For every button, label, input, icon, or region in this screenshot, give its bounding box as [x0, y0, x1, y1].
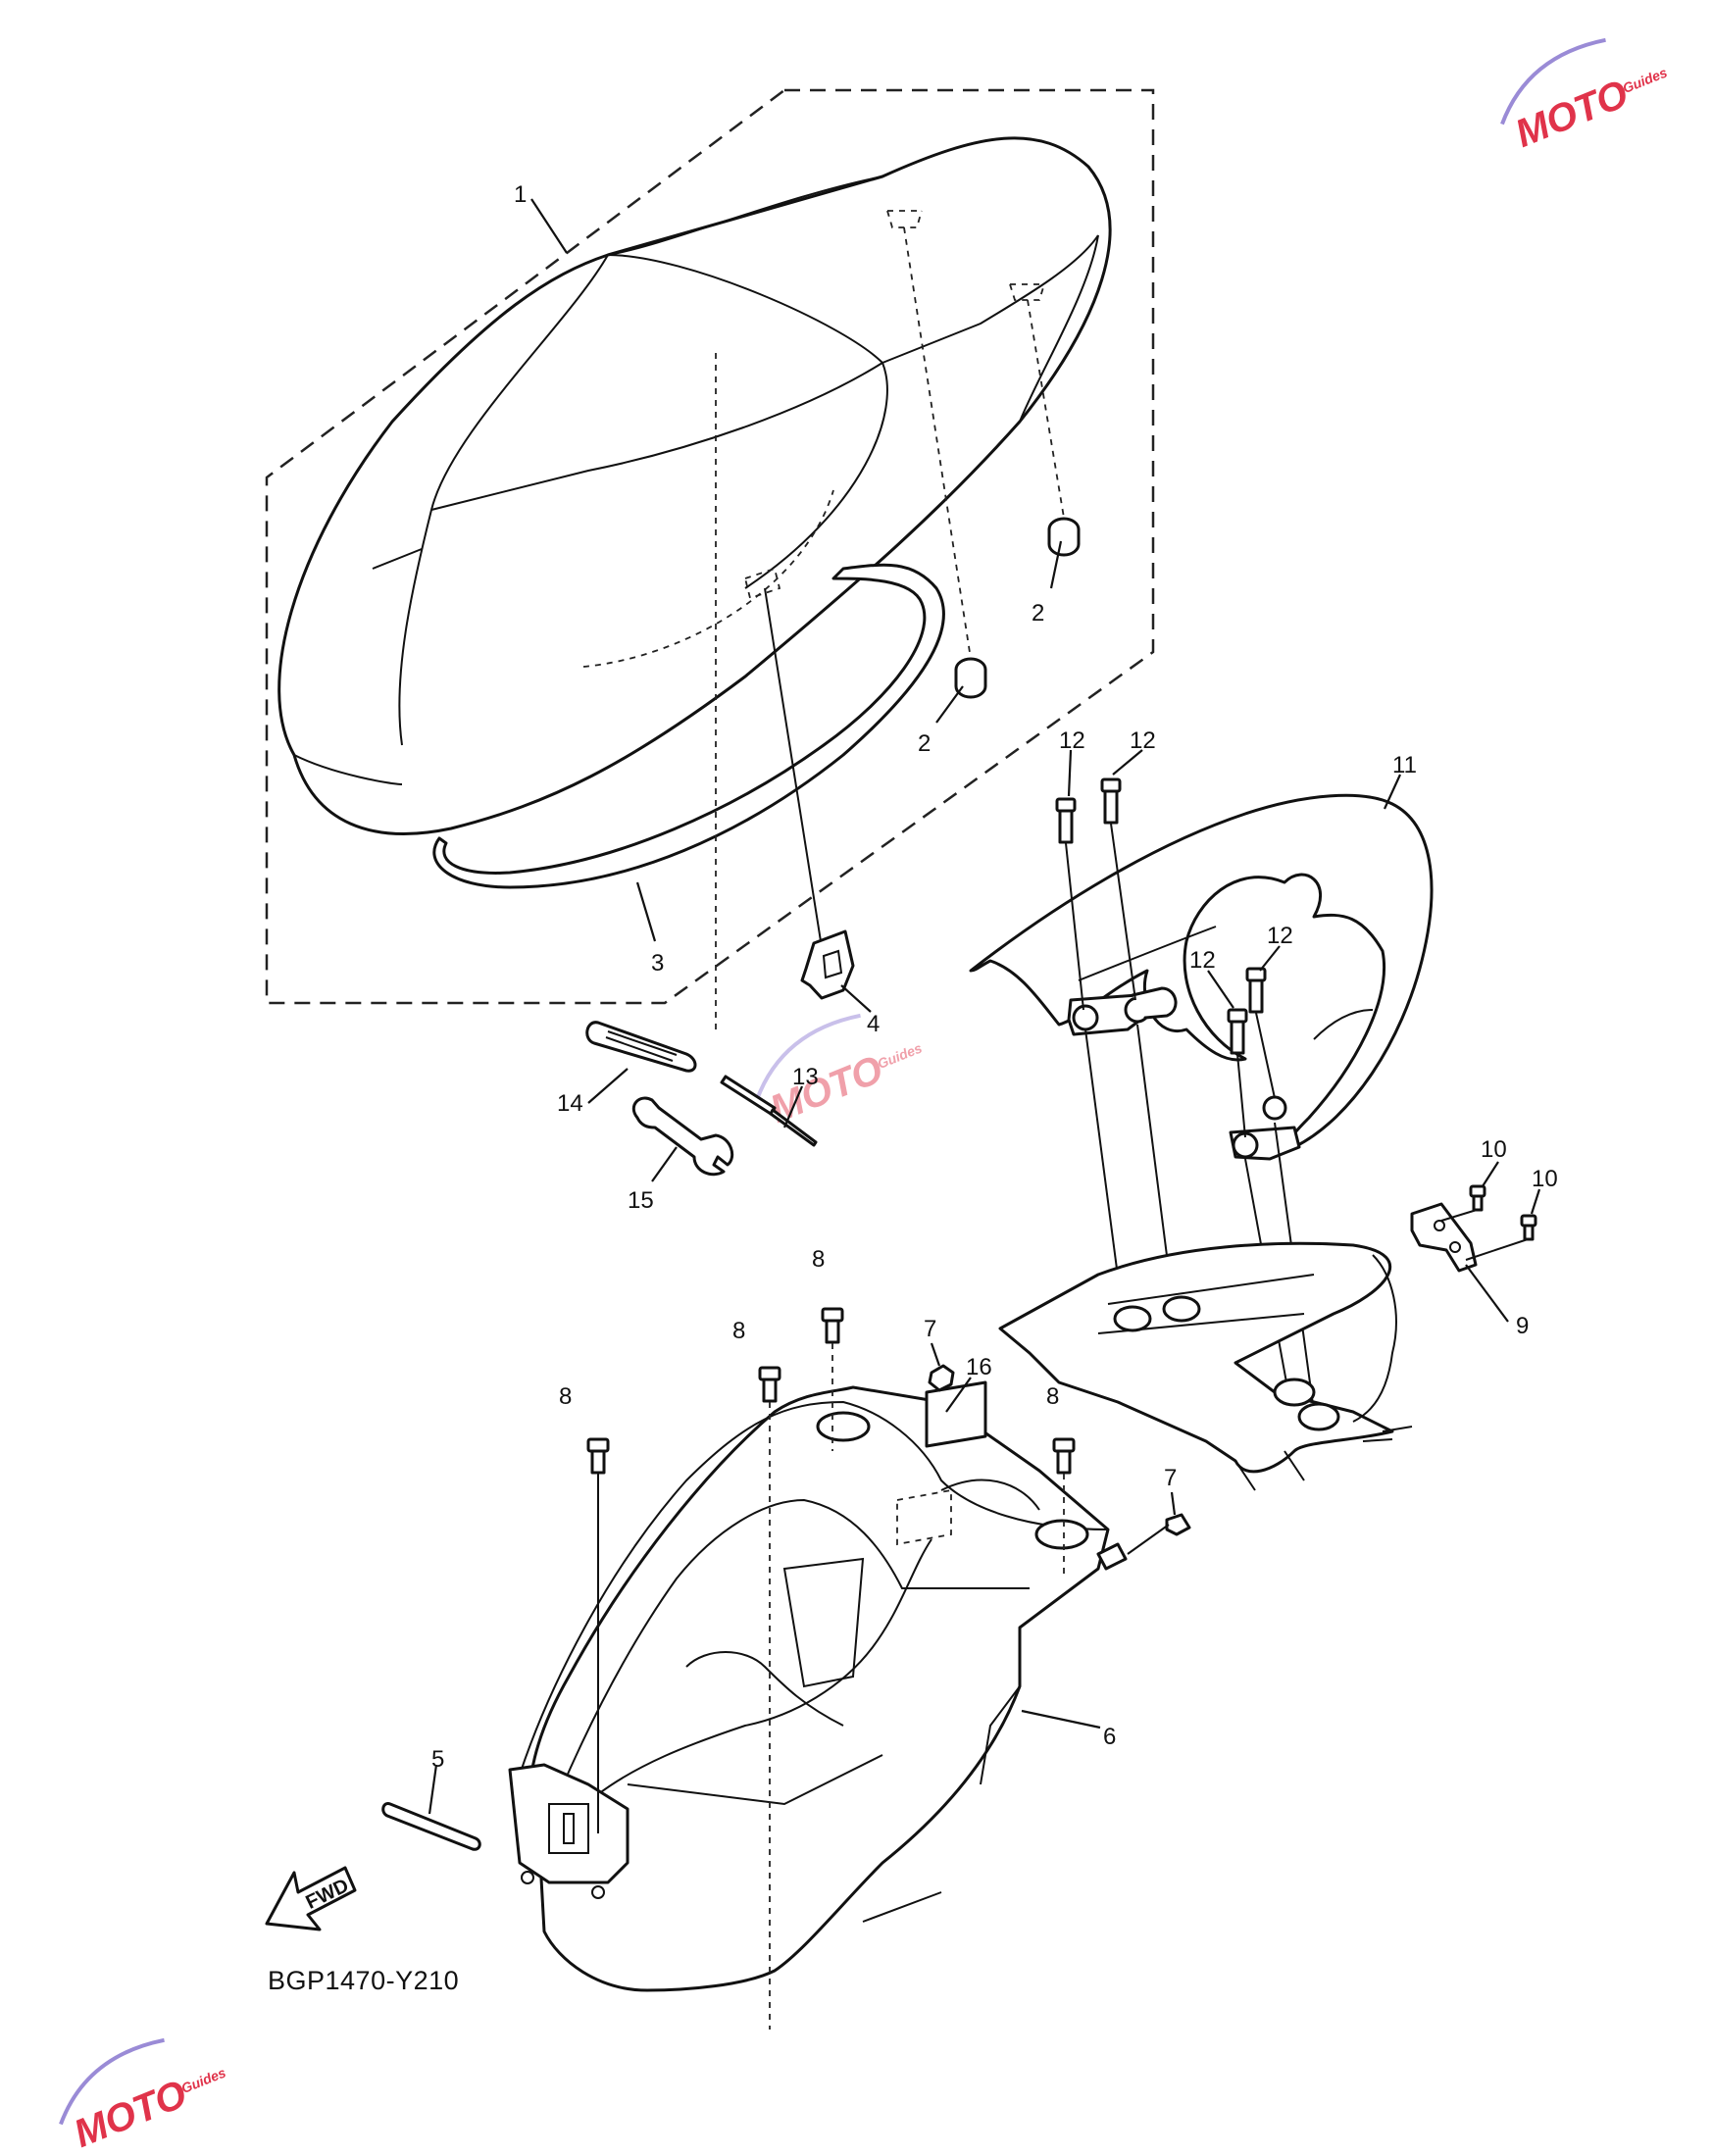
alignment-line	[1027, 299, 1065, 519]
alignment-line	[1255, 1012, 1276, 1099]
watermark-sub: Guides	[876, 1039, 925, 1072]
flange-bolt	[821, 1307, 844, 1344]
callout-12-a: 12	[1059, 727, 1085, 754]
callout-13: 13	[792, 1064, 819, 1090]
callout-7-upper: 7	[924, 1316, 936, 1342]
grab-bar	[969, 793, 1434, 1152]
seat-damper	[1047, 517, 1081, 557]
callout-12-c: 12	[1189, 947, 1216, 974]
callout-6: 6	[1103, 1724, 1116, 1750]
watermark-bottom-left: MOTO Guides	[59, 2037, 228, 2156]
watermark-top-right: MOTO Guides	[1500, 37, 1670, 156]
callout-10-b: 10	[1532, 1166, 1558, 1192]
fwd-arrow-icon: FWD	[265, 1866, 357, 1931]
watermark-brand: MOTO	[68, 2073, 192, 2156]
grab-bar-bolt	[1245, 967, 1267, 1014]
callout-8-c: 8	[559, 1383, 572, 1410]
callout-8-d: 8	[1046, 1383, 1059, 1410]
callout-7-lower: 7	[1164, 1465, 1177, 1491]
seat-damper	[954, 657, 987, 699]
callout-4: 4	[867, 1011, 880, 1037]
hinge-bolt	[1520, 1214, 1537, 1241]
alignment-line	[1127, 1524, 1170, 1555]
callout-15: 15	[628, 1187, 654, 1214]
grab-bar-bolt	[1227, 1008, 1248, 1055]
callout-labels: 1 2 2 3 4 5 6 7 7 8 8 8 8 9 10 10 11 12 …	[431, 181, 1558, 1773]
rear-frame	[998, 1241, 1413, 1491]
hinge-bolt	[1469, 1184, 1486, 1212]
alignment-line	[1236, 1053, 1246, 1138]
pin	[381, 1802, 481, 1851]
grab-bar-bolt	[1100, 777, 1122, 825]
grab-bar-mount-rear	[1229, 1095, 1301, 1161]
alignment-line	[1065, 842, 1084, 1011]
callout-16: 16	[966, 1354, 992, 1380]
nut	[928, 1364, 955, 1392]
callout-14: 14	[557, 1090, 583, 1117]
tool-handle	[585, 1021, 697, 1073]
tool-wrench	[631, 1096, 734, 1177]
flange-bolt	[586, 1437, 610, 1475]
alignment-line	[1440, 1209, 1478, 1222]
callout-8-b: 8	[732, 1318, 745, 1344]
callout-12-b: 12	[1130, 727, 1156, 754]
watermark-brand: MOTO	[1509, 73, 1634, 156]
alignment-line	[1465, 1238, 1529, 1261]
seat-assembly-boundary	[265, 88, 1155, 1005]
luggage-box	[508, 1385, 1128, 1992]
alignment-line	[1110, 823, 1136, 1001]
grab-bar-bolt	[1055, 797, 1077, 844]
seat-lock-catch	[800, 929, 855, 1000]
seat-seal-band	[432, 563, 945, 889]
flange-bolt	[1052, 1437, 1076, 1475]
callout-8-a: 8	[812, 1246, 825, 1273]
callout-10-a: 10	[1481, 1136, 1507, 1163]
callout-2-upper: 2	[1032, 600, 1044, 627]
diagram-code: BGP1470-Y210	[268, 1966, 459, 1995]
flange-bolt	[758, 1366, 781, 1403]
watermark-sub: Guides	[179, 2064, 228, 2096]
grab-bar-mount-front	[1067, 986, 1178, 1036]
callout-9: 9	[1516, 1313, 1529, 1339]
tool-screwdriver	[720, 1075, 818, 1147]
nut	[1165, 1513, 1191, 1536]
alignment-line	[1136, 1024, 1173, 1295]
alignment-line	[903, 226, 972, 660]
seat	[277, 136, 1112, 835]
alignment-line	[1084, 1028, 1124, 1315]
alignment-line	[764, 587, 822, 942]
callout-11: 11	[1392, 752, 1417, 778]
callout-2-lower: 2	[918, 730, 931, 757]
watermark-sub: Guides	[1621, 64, 1670, 96]
callout-12-d: 12	[1267, 923, 1293, 949]
callout-1: 1	[514, 181, 527, 208]
callout-5: 5	[431, 1746, 444, 1773]
leader-lines	[428, 198, 1541, 1815]
callout-3: 3	[651, 950, 664, 977]
